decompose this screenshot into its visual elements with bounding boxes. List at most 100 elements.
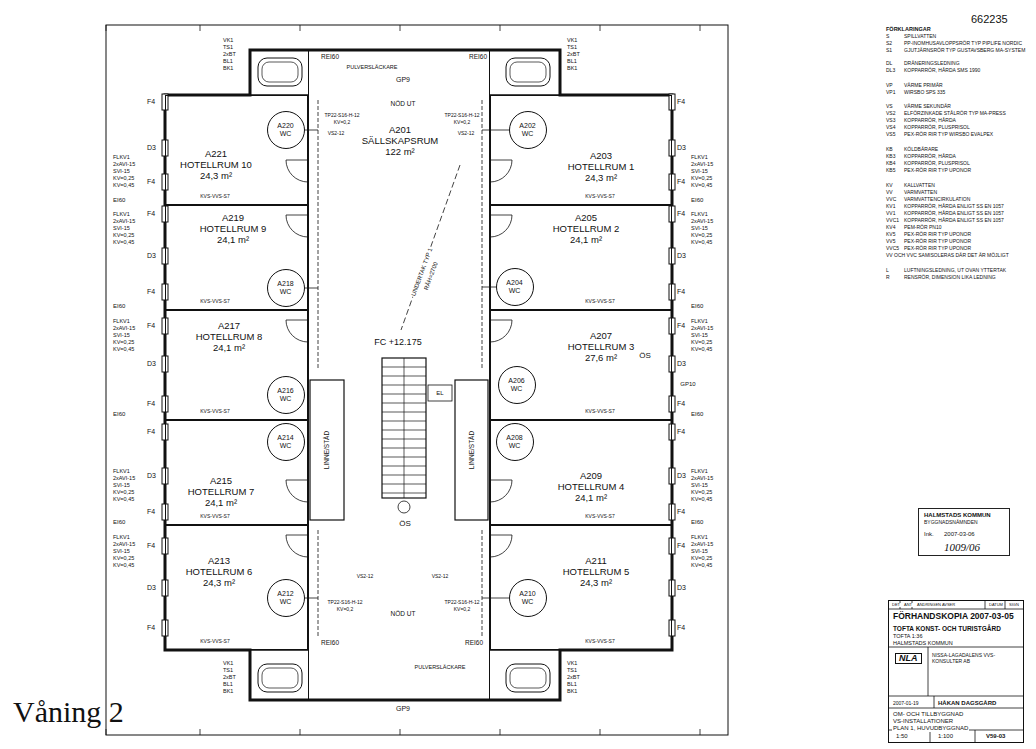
- title-block-text: DET: [891, 603, 901, 607]
- stair-treads: [382, 358, 426, 498]
- legend-text: PEX-RÖR RIR TYP WIRSBO EVALPEX: [903, 132, 994, 137]
- equipment-tag: SVI-15: [690, 333, 709, 339]
- hotel-room: A217HOTELLRUM 824,1 m²A216WC: [165, 310, 308, 420]
- hotel-room: A205HOTELLRUM 224,1 m²A204WC: [490, 205, 672, 310]
- fixture-tag: VK1: [222, 661, 234, 667]
- bath-walls: [250, 95, 560, 650]
- pipe-label: KVS-VVS-S7: [584, 299, 615, 304]
- window-type: F4: [146, 288, 156, 295]
- room-number: A201: [388, 125, 412, 135]
- fixture-tag: BL1: [566, 59, 578, 65]
- window-type: F4: [676, 624, 686, 631]
- legend-text: KOPPARRÖR, PLUSPRISOL: [903, 125, 971, 130]
- room-name: WC: [522, 598, 534, 606]
- plan-label: EL: [435, 390, 444, 396]
- plan-label: NÖD UT: [390, 611, 417, 618]
- legend-text: KOPPARRÖR, PLUSPRISOL: [903, 161, 971, 166]
- legend-code: VS3: [885, 118, 896, 123]
- room-name: HOTELLRUM 10: [179, 160, 253, 170]
- equipment-tag: KV=0,25: [690, 176, 713, 182]
- plan-label: REI60: [320, 640, 340, 647]
- legend-text: WIRSBO SPS 335: [903, 90, 946, 95]
- equipment-tag: FLKV1: [112, 469, 131, 475]
- title-block-text: ÄNDRINGEN AVSER: [916, 603, 956, 607]
- hotel-room: A203HOTELLRUM 124,3 m²A202WC: [490, 95, 672, 205]
- plan-label: GP9: [395, 705, 411, 712]
- legend-text: KOPPARRÖR, HÅRDA ENLIGT SS EN 1057: [903, 211, 1005, 216]
- stamp-text: 1009/06: [943, 541, 981, 553]
- fire-rating: EI60: [112, 197, 126, 203]
- fire-rating: EI60: [690, 303, 704, 309]
- room-number: A203: [589, 151, 613, 161]
- legend-text: VARMVATTEN: [903, 190, 938, 195]
- plan-label: ÖS: [638, 352, 652, 360]
- legend-text: DRÄNERINGSLEDNING: [903, 61, 961, 66]
- equipment-tag: 2xAVI-15: [112, 219, 136, 225]
- legend-text: KOPPARRÖR, HÅRDA ENLIGT SS EN 1057: [903, 218, 1005, 223]
- title-block-text: HALMSTADS KOMMUN: [892, 640, 954, 646]
- plan-label: VS2-12: [356, 574, 375, 579]
- bathtub: [506, 664, 550, 692]
- room-number: A206: [508, 377, 524, 385]
- legend-text: KOPPARRÖR, HÅRDA SMS 1990: [903, 68, 981, 73]
- plan-label: VS2-12: [457, 131, 476, 136]
- equipment-tag: 2xAVI-15: [690, 542, 714, 548]
- hotel-room: A213HOTELLRUM 624,3 m²A212WC: [165, 525, 308, 650]
- legend-code: KV: [885, 183, 894, 188]
- legend-code: KV5: [885, 232, 896, 237]
- equipment-tag: KV=0,25: [112, 233, 135, 239]
- legend-code: VVC: [885, 197, 897, 202]
- pipe-branch: [305, 130, 509, 598]
- room-name: HOTELLRUM 5: [562, 567, 631, 577]
- equipment-tag: 2xAVI-15: [112, 326, 136, 332]
- window-type: F4: [676, 542, 686, 549]
- legend-text: ELFÖRZINKADE STÅLRÖR TYP MA-PRESS: [903, 111, 1007, 116]
- plan-label: PULVERSLÄCKARE: [414, 665, 467, 671]
- window-type: F4: [676, 210, 686, 217]
- room-number: A210: [519, 590, 535, 598]
- window-type: F4: [146, 428, 156, 435]
- door-type: D3: [676, 360, 687, 367]
- equipment-tag: SVI-15: [112, 549, 131, 555]
- door-type: D3: [146, 144, 157, 151]
- window-type: F4: [146, 624, 156, 631]
- plan-label: TP22-S16-H-12: [443, 113, 480, 118]
- plan-label: ÖS: [398, 520, 412, 528]
- plan-label: LINNE/STÄD: [469, 430, 476, 470]
- door-type: D3: [676, 252, 687, 259]
- plan-label: KV=0,2: [336, 607, 355, 612]
- fixture-tag: TS1: [566, 45, 578, 51]
- legend-code: S1: [885, 48, 893, 53]
- room-area: 24,3 m²: [199, 171, 233, 181]
- door-type: D3: [676, 144, 687, 151]
- legend-code: VS5: [885, 132, 896, 137]
- stair: [382, 358, 426, 498]
- legend-code: KB3: [885, 154, 896, 159]
- fire-rating: EI60: [112, 411, 126, 417]
- plan-label: REI60: [320, 54, 340, 61]
- legend-text: PEX-RÖR RIR TYP UPONOR: [903, 246, 972, 251]
- legend-text: SPILLVATTEN: [903, 34, 937, 39]
- room-number: A208: [506, 434, 522, 442]
- wc-turning-circle: A204WC: [496, 268, 534, 306]
- plan-label: KV=0,2: [333, 120, 352, 125]
- window-type: F4: [676, 322, 686, 329]
- plan-label: VS2-12: [431, 574, 450, 579]
- pipe-label: KVS-VVS-S7: [199, 299, 230, 304]
- legend-text: VARMVATTENCIRKULATION: [903, 197, 971, 202]
- room-area: 24,3 m²: [584, 173, 618, 183]
- room-area: 122 m²: [384, 147, 416, 157]
- legend-code: KV1: [885, 204, 896, 209]
- equipment-tag: 2xAVI-15: [690, 219, 714, 225]
- equipment-tag: KV=0,45: [112, 497, 135, 503]
- equipment-tag: KV=0,25: [690, 556, 713, 562]
- legend-text: PEX-RÖR RIR TYP UPONOR: [903, 232, 972, 237]
- hotel-room: A207HOTELLRUM 327,6 m²A206WC: [490, 310, 672, 420]
- legend-code: VV5: [885, 239, 896, 244]
- window-type: F4: [676, 400, 686, 407]
- title-block-text: VS-INSTALLATIONER: [892, 718, 954, 725]
- room-name: HOTELLRUM 2: [552, 224, 621, 234]
- room-number: A204: [506, 279, 522, 287]
- equipment-tag: SVI-15: [690, 483, 709, 489]
